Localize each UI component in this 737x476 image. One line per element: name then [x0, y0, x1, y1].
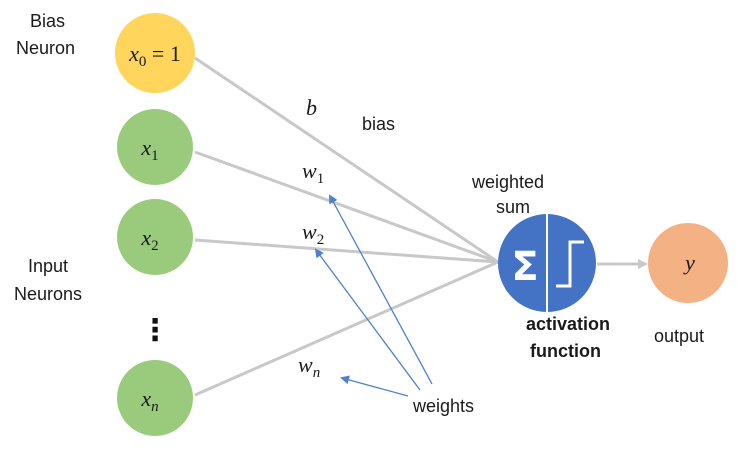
- connection-bias: [194, 56, 499, 264]
- weighted-sum-caption-line1: weighted: [471, 172, 544, 192]
- input-neuron-xn: [117, 360, 193, 436]
- connection-xn: [194, 260, 499, 397]
- bias-neuron-caption-line1: Bias: [30, 11, 65, 31]
- weight-w1-label: w1: [302, 158, 324, 187]
- output-caption: output: [654, 326, 704, 346]
- input-neuron-x2: [117, 199, 193, 275]
- output-node-label: y: [683, 250, 695, 275]
- input-neuron-x1-label: x1: [140, 135, 158, 164]
- output-node: [648, 223, 728, 303]
- input-neuron-xn-label: xn: [140, 386, 158, 415]
- input-neuron-x1: [117, 109, 193, 185]
- input-neurons-caption-line2: Neurons: [14, 284, 82, 304]
- connection-x1: [194, 150, 499, 264]
- weights-arrow-w1: [329, 194, 433, 385]
- input-neuron-x2-label: x2: [140, 225, 158, 254]
- weights-arrow-wn: [340, 375, 409, 397]
- weight-w2-label: w2: [302, 219, 324, 248]
- input-neurons-caption-line1: Input: [28, 256, 68, 276]
- weights-caption: weights: [412, 396, 474, 416]
- weights-arrow-w2: [314, 248, 421, 391]
- weight-wn-label: wn: [298, 352, 320, 381]
- bias-neuron-caption-line2: Neuron: [16, 38, 75, 58]
- bias-weight-label: b: [306, 95, 317, 120]
- activation-caption-line2: function: [530, 341, 601, 361]
- vertical-ellipsis: ⋮: [140, 313, 170, 348]
- weighted-sum-caption-line2: sum: [496, 197, 530, 217]
- activation-caption-line1: activation: [526, 314, 610, 334]
- bias-neuron-node: [115, 13, 195, 93]
- step-function-icon: [556, 240, 584, 288]
- sigma-icon: Σ: [511, 244, 538, 290]
- connection-x2: [194, 238, 499, 264]
- bias-neuron-label: x0 = 1: [128, 41, 181, 70]
- bias-caption: bias: [362, 114, 395, 134]
